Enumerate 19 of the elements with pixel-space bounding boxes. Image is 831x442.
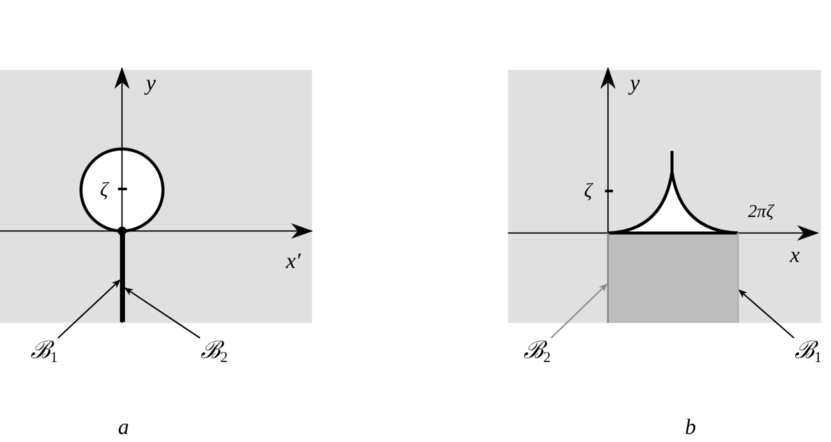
boundary-label: ℬ$_{1}$ (794, 338, 822, 366)
boundary-line (607, 233, 609, 323)
panel-label: b (685, 416, 696, 438)
leader-arrow (124, 287, 200, 339)
axis-label: y (630, 72, 640, 94)
axis-label: y (146, 72, 156, 94)
leader-arrow (58, 279, 121, 339)
boundary-label: ℬ$_{1}$ (30, 338, 58, 366)
boundary-label: ℬ$_{2}$ (523, 338, 551, 366)
axis-label: ζ (584, 181, 592, 201)
boundary-label: ℬ$_{2}$ (200, 338, 228, 366)
leader-arrow (550, 283, 608, 338)
axis-label: x (790, 244, 800, 266)
axis-label: x′ (286, 250, 301, 272)
axis-label: ζ (100, 180, 108, 200)
boundary-line (737, 233, 739, 323)
leader-arrow (738, 289, 794, 339)
panel-label: a (118, 416, 129, 438)
axis-label: 2πζ (748, 202, 774, 220)
